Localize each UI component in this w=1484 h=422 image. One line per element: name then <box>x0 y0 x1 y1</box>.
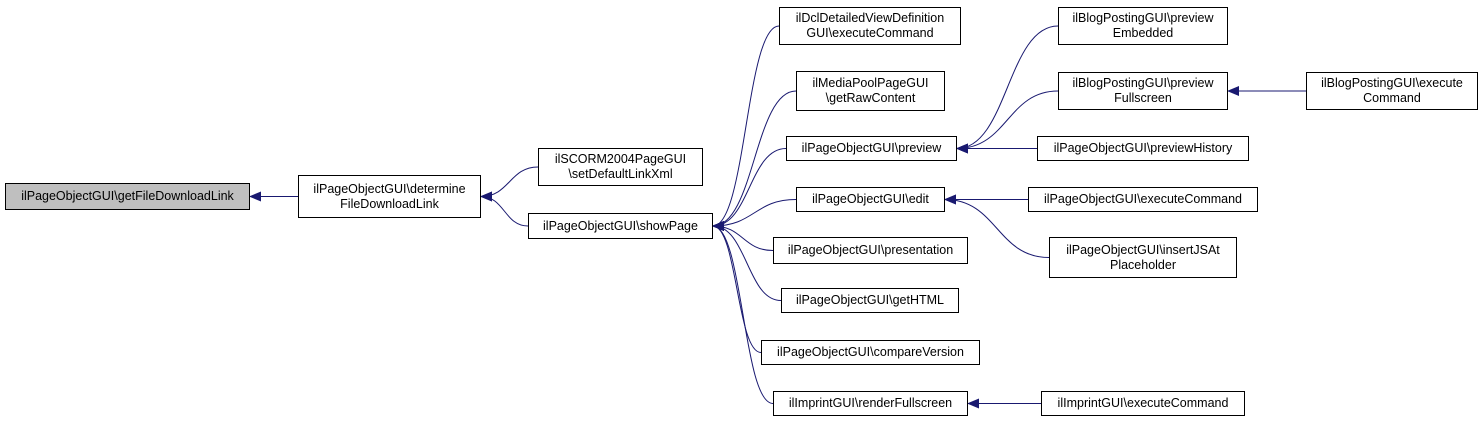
node-get-html[interactable]: ilPageObjectGUI\getHTML <box>781 288 959 313</box>
edge-blogPreviewFullscreen-to-preview <box>956 90 1059 154</box>
node-label-line: ilPageObjectGUI\presentation <box>787 243 954 257</box>
node-label-line: \getRawContent <box>825 91 916 105</box>
node-label-line: ilPageObjectGUI\insertJSAt <box>1066 242 1220 257</box>
node-presentation[interactable]: ilPageObjectGUI\presentation <box>773 237 968 264</box>
node-blog-preview-embedded[interactable]: ilBlogPostingGUI\preview Embedded <box>1058 7 1228 45</box>
edge-preview-to-showPage <box>712 148 787 231</box>
node-imprint-execute-command[interactable]: ilImprintGUI\executeCommand <box>1041 391 1245 416</box>
node-label-line: ilDclDetailedViewDefinition <box>795 11 945 25</box>
node-preview-history[interactable]: ilPageObjectGUI\previewHistory <box>1037 136 1249 161</box>
edge-presentation-to-showPage <box>712 221 774 251</box>
node-get-file-download-link[interactable]: ilPageObjectGUI\getFileDownloadLink <box>5 183 250 210</box>
edge-showPage-to-determineFileDownloadLink <box>480 191 529 227</box>
node-media-pool-get-raw-content[interactable]: ilMediaPoolPageGUI \getRawContent <box>796 71 945 111</box>
node-blog-preview-fullscreen[interactable]: ilBlogPostingGUI\preview Fullscreen <box>1058 72 1228 110</box>
edge-mediaPoolGetRawContent-to-showPage <box>712 90 797 231</box>
node-label-line: ilPageObjectGUI\previewHistory <box>1053 141 1233 155</box>
node-label-line: Placeholder <box>1109 257 1176 272</box>
node-insert-js-at-placeholder[interactable]: ilPageObjectGUI\insertJSAt Placeholder <box>1049 237 1237 278</box>
node-scorm-set-default-link-xml[interactable]: ilSCORM2004PageGUI \setDefaultLinkXml <box>538 148 703 186</box>
node-edit-execute-command[interactable]: ilPageObjectGUI\executeCommand <box>1028 187 1258 212</box>
node-label-line: ilPageObjectGUI\determine <box>313 181 466 196</box>
node-label-line: ilBlogPostingGUI\preview <box>1072 76 1214 90</box>
node-label-line: ilBlogPostingGUI\preview <box>1072 11 1214 25</box>
node-preview[interactable]: ilPageObjectGUI\preview <box>786 136 957 161</box>
node-label-line: ilMediaPoolPageGUI <box>812 76 929 90</box>
node-label-line: ilPageObjectGUI\compareVersion <box>777 345 964 359</box>
node-label-line: ilPageObjectGUI\getHTML <box>796 293 944 307</box>
node-label-line: Command <box>1363 91 1421 105</box>
edge-dclExecuteCommand-to-showPage <box>712 25 780 231</box>
node-compare-version[interactable]: ilPageObjectGUI\compareVersion <box>761 340 980 365</box>
node-label-line: ilPageObjectGUI\edit <box>812 192 929 206</box>
edge-getHTML-to-showPage <box>712 221 782 301</box>
edge-scormSetDefaultLinkXml-to-determineFileDownloadLink <box>480 166 539 202</box>
node-label-line: Embedded <box>1112 26 1174 40</box>
node-edit[interactable]: ilPageObjectGUI\edit <box>796 187 945 212</box>
node-label-line: ilImprintGUI\executeCommand <box>1057 396 1229 410</box>
node-label-line: ilSCORM2004PageGUI <box>554 152 687 166</box>
node-label-line: ilPageObjectGUI\showPage <box>543 218 698 233</box>
edge-compareVersion-to-showPage <box>712 221 762 353</box>
node-label-line: Fullscreen <box>1114 91 1172 105</box>
node-label-line: ilPageObjectGUI\preview <box>801 141 942 155</box>
node-label-line: FileDownloadLink <box>340 196 439 211</box>
node-label-line: ilPageObjectGUI\getFileDownloadLink <box>21 189 234 203</box>
node-determine-file-download-link[interactable]: ilPageObjectGUI\determine FileDownloadLi… <box>298 175 481 218</box>
node-label-line: ilImprintGUI\renderFullscreen <box>788 396 953 410</box>
node-blog-execute-command[interactable]: ilBlogPostingGUI\execute Command <box>1306 72 1478 110</box>
node-label-line: \setDefaultLinkXml <box>568 167 673 181</box>
edge-edit-to-showPage <box>712 199 797 231</box>
edge-renderFullscreen-to-showPage <box>712 221 774 404</box>
edge-insertJSAtPlaceholder-to-edit <box>944 194 1050 258</box>
node-render-fullscreen[interactable]: ilImprintGUI\renderFullscreen <box>773 391 968 416</box>
node-dcl-execute-command[interactable]: ilDclDetailedViewDefinition GUI\executeC… <box>779 7 961 45</box>
edge-blogPreviewEmbedded-to-preview <box>956 25 1059 154</box>
node-show-page[interactable]: ilPageObjectGUI\showPage <box>528 213 713 239</box>
node-label-line: ilPageObjectGUI\executeCommand <box>1043 192 1242 206</box>
node-label-line: ilBlogPostingGUI\execute <box>1321 76 1463 90</box>
node-label-line: GUI\executeCommand <box>806 26 934 40</box>
